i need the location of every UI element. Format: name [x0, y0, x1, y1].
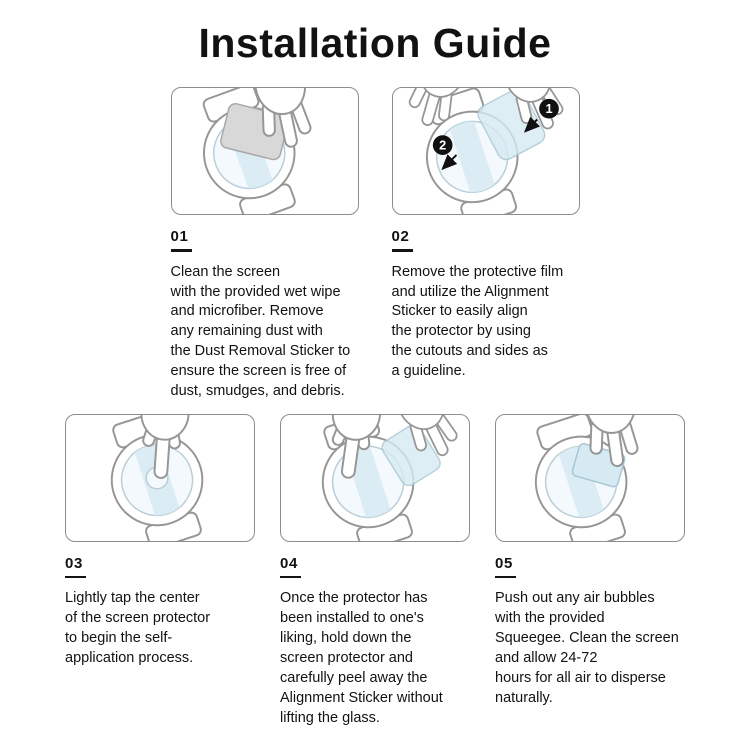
step-04: 04 Once the protector has been installed…: [280, 413, 470, 729]
badge-1: 1: [538, 98, 559, 119]
step-number: 02: [391, 228, 410, 246]
step-number-underline: [391, 249, 413, 252]
steps-row-1: 01 Clean the screen with the provided we…: [0, 87, 750, 402]
step-04-illustration: [281, 414, 467, 541]
step-number: 05: [495, 554, 513, 572]
step-text: Clean the screen with the provided wet w…: [170, 263, 351, 399]
step-number-underline: [495, 575, 516, 579]
step-04-panel: [280, 413, 470, 542]
step-03-panel: [65, 413, 255, 542]
step-text: Lightly tap the center of the screen pro…: [65, 590, 211, 666]
badge-1-number: 1: [545, 101, 552, 116]
step-02-illustration: 1 2: [402, 88, 572, 214]
step-03: 03 Lightly tap the center of the screen …: [65, 413, 255, 729]
step-01-panel: [170, 87, 359, 216]
step-05-illustration: [496, 414, 684, 541]
step-number-underline: [65, 575, 86, 579]
step-03-illustration: [66, 414, 254, 541]
step-02: 1 2 02 Remove the protective film and ut…: [391, 87, 580, 402]
step-number: 04: [280, 554, 298, 572]
step-05-panel: [495, 413, 685, 542]
step-number: 03: [65, 554, 83, 572]
step-text: Once the protector has been installed to…: [280, 590, 443, 726]
step-02-panel: 1 2: [391, 87, 580, 216]
step-text: Remove the protective film and utilize t…: [391, 263, 564, 380]
step-number-underline: [280, 575, 301, 579]
step-text: Push out any air bubbles with the provid…: [495, 590, 679, 706]
step-number: 01: [170, 228, 189, 246]
step-05: 05 Push out any air bubbles with the pro…: [495, 413, 685, 729]
step-number-underline: [170, 249, 192, 252]
steps-row-2: 03 Lightly tap the center of the screen …: [0, 413, 750, 729]
arrow-icon: [440, 154, 457, 171]
step-01: 01 Clean the screen with the provided we…: [170, 87, 359, 402]
step-01-illustration: [172, 88, 318, 214]
arrow-icon: [523, 116, 540, 133]
page-title: Installation Guide: [198, 20, 552, 66]
badge-2: 2: [432, 135, 453, 156]
badge-2-number: 2: [439, 138, 446, 153]
